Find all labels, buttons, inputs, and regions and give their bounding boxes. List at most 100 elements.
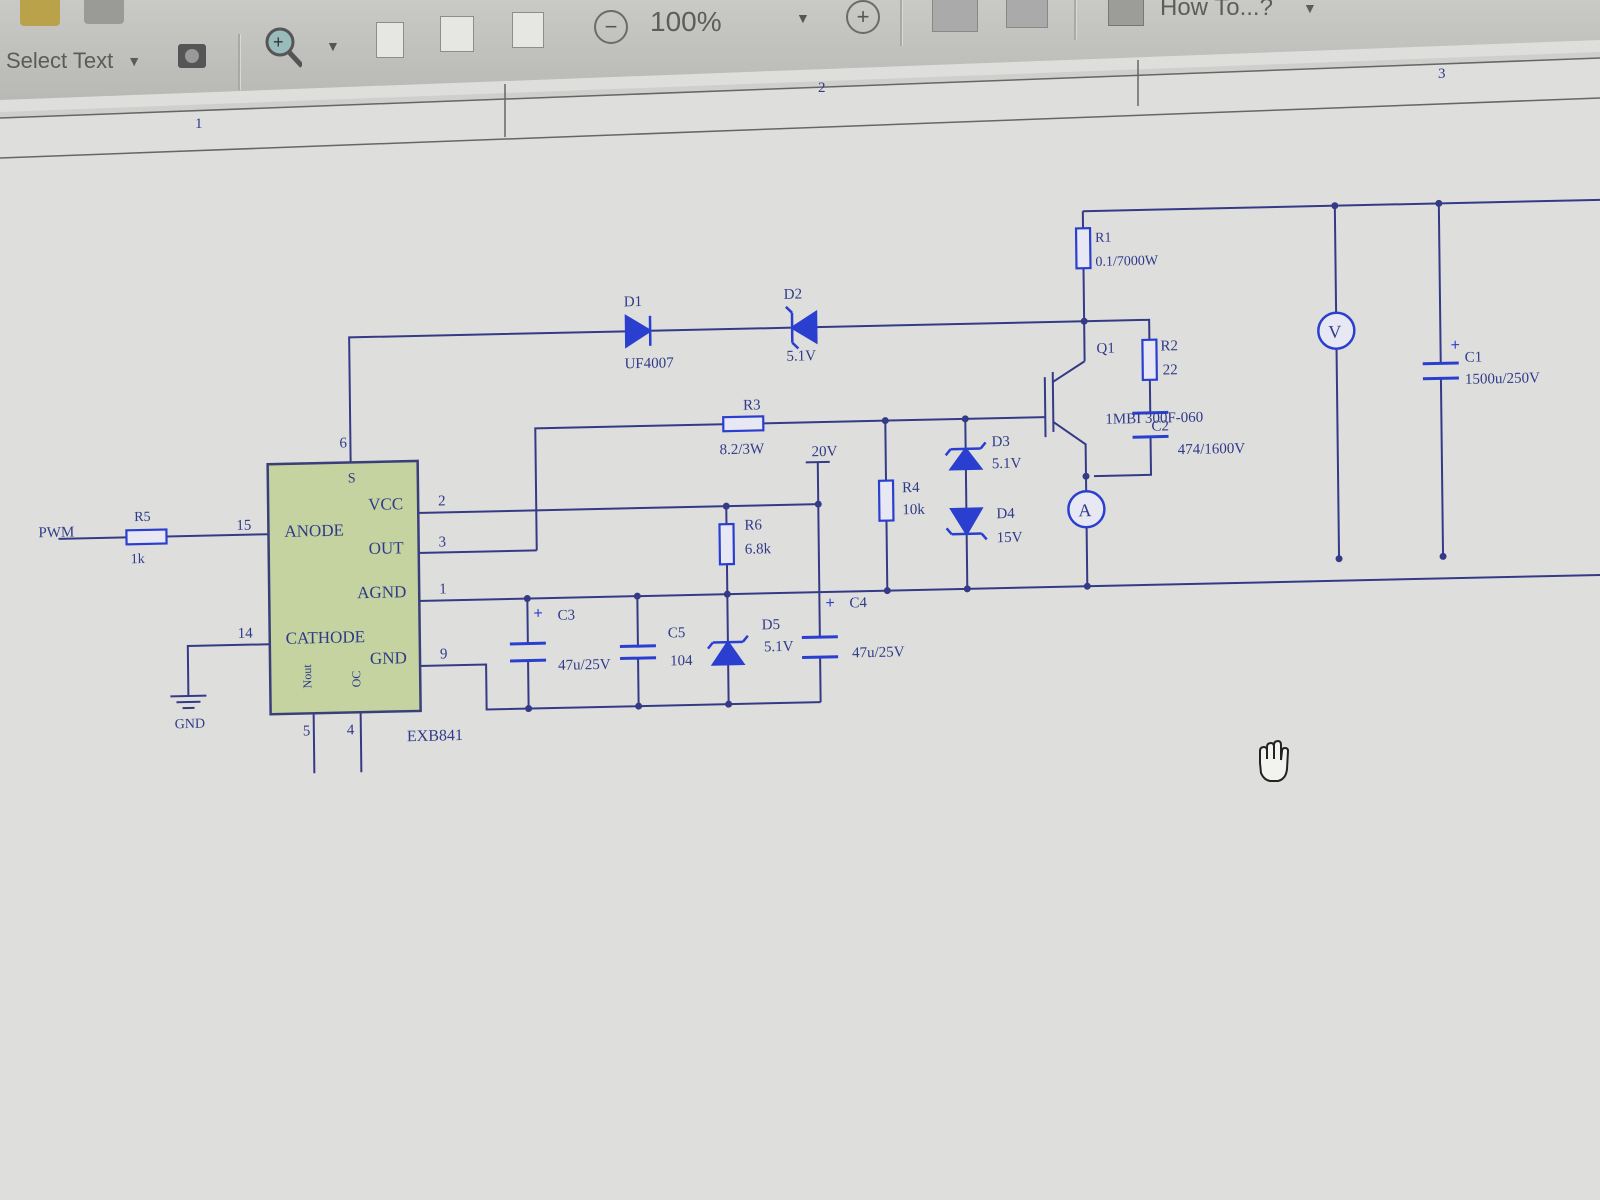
zener-d4 bbox=[945, 507, 988, 541]
pin-number-3: 3 bbox=[439, 534, 447, 550]
hand-cursor-icon bbox=[1259, 739, 1290, 782]
select-text-tool[interactable]: Select Text ▼ bbox=[6, 48, 141, 74]
r5-value: 1k bbox=[131, 552, 145, 567]
svg-text:+: + bbox=[273, 32, 284, 52]
zoom-level-dropdown-icon[interactable]: ▼ bbox=[796, 10, 810, 26]
c2-value: 474/1600V bbox=[1178, 441, 1246, 458]
r3-ref: R3 bbox=[743, 397, 761, 413]
r3-value: 8.2/3W bbox=[719, 441, 765, 458]
chevron-down-icon[interactable]: ▼ bbox=[127, 53, 142, 69]
voltmeter: V bbox=[1317, 311, 1356, 350]
zoom-level-value: 100% bbox=[650, 6, 722, 37]
two-page-icon[interactable] bbox=[440, 16, 474, 52]
zoom-tool-icon[interactable]: + bbox=[262, 26, 302, 68]
q1-value: 1MBI 300F-060 bbox=[1105, 410, 1203, 428]
continuous-page-icon[interactable] bbox=[512, 12, 544, 48]
zoom-level-field[interactable]: 100% bbox=[650, 6, 722, 38]
pin-number-2: 2 bbox=[438, 493, 446, 509]
r6-ref: R6 bbox=[744, 517, 762, 533]
d5-value: 5.1V bbox=[764, 639, 794, 656]
ic-pin-nout: Nout bbox=[300, 664, 314, 689]
resistor-r2 bbox=[1141, 338, 1158, 382]
d2-value: 5.1V bbox=[786, 348, 816, 365]
zoom-tool-dropdown-icon[interactable]: ▼ bbox=[326, 38, 340, 54]
resistors bbox=[125, 226, 1158, 566]
q1-ref: Q1 bbox=[1096, 341, 1115, 357]
r1-ref: R1 bbox=[1095, 231, 1112, 246]
rotate-icon[interactable] bbox=[932, 0, 978, 32]
r2-value: 22 bbox=[1163, 362, 1178, 378]
c5-ref: C5 bbox=[668, 625, 686, 641]
ic-body bbox=[266, 459, 422, 716]
paper-background bbox=[0, 40, 1600, 1200]
toolbar-separator bbox=[238, 34, 241, 90]
diode-d1 bbox=[624, 314, 653, 349]
ammeter: A bbox=[1067, 489, 1106, 529]
r4-ref: R4 bbox=[902, 480, 920, 496]
ic-pin-oc: OC bbox=[349, 671, 363, 688]
ic-pin-vcc: VCC bbox=[368, 494, 403, 514]
pin-number-14: 14 bbox=[238, 626, 254, 642]
plus-c4: + bbox=[825, 595, 835, 612]
r1-value: 0.1/7000W bbox=[1095, 254, 1159, 270]
c4-ref: C4 bbox=[849, 595, 867, 611]
net-label-pwm: PWM bbox=[38, 525, 74, 542]
chevron-down-icon[interactable]: ▼ bbox=[1302, 0, 1317, 16]
capacitor-c2 bbox=[1132, 410, 1169, 439]
resistor-r1 bbox=[1074, 226, 1092, 270]
d2-ref: D2 bbox=[784, 286, 803, 302]
ic-name-label: EXB841 bbox=[407, 727, 463, 745]
capacitor-c4 bbox=[801, 635, 839, 660]
pin-number-9: 9 bbox=[440, 646, 448, 662]
c3-ref: C3 bbox=[557, 608, 575, 624]
polarity-marks: + + + bbox=[533, 337, 1460, 622]
ic-pin-cathode: CATHODE bbox=[286, 627, 366, 648]
zoom-out-symbol: − bbox=[604, 14, 618, 39]
ground-symbol bbox=[170, 694, 207, 710]
ruler-col-2: 2 bbox=[818, 80, 826, 96]
resistor-r3 bbox=[722, 415, 765, 433]
ammeter-symbol: A bbox=[1078, 500, 1091, 520]
junction-dots bbox=[523, 199, 1447, 713]
pin-number-4: 4 bbox=[347, 722, 355, 738]
net-label-20v: 20V bbox=[812, 444, 838, 461]
page-icon[interactable] bbox=[376, 22, 404, 58]
c1-ref: C1 bbox=[1465, 349, 1483, 365]
plus-c3: + bbox=[533, 605, 543, 622]
snapshot-icon[interactable] bbox=[172, 36, 212, 76]
capacitor-c3 bbox=[509, 641, 547, 663]
drawing-frame-ruler: 1 2 3 bbox=[0, 52, 1600, 159]
fit-page-icon[interactable] bbox=[1006, 0, 1048, 28]
zoom-in-symbol: + bbox=[856, 4, 870, 29]
resistor-r4 bbox=[877, 479, 895, 522]
resistor-r6 bbox=[718, 522, 736, 566]
zoom-out-icon[interactable]: − bbox=[594, 10, 628, 44]
capacitor-c5 bbox=[619, 644, 657, 661]
pin-number-5: 5 bbox=[303, 723, 311, 739]
open-folder-icon[interactable] bbox=[20, 0, 60, 26]
ic-pin-anode: ANODE bbox=[284, 521, 344, 541]
wires bbox=[58, 198, 1600, 774]
capacitors bbox=[509, 361, 1459, 663]
d3-value: 5.1V bbox=[992, 456, 1022, 473]
d4-value: 15V bbox=[997, 530, 1023, 547]
component-labels: R5 1k D1 UF4007 D2 5.1V R3 8.2/3W R1 0.1… bbox=[131, 231, 1541, 674]
pin-number-1: 1 bbox=[439, 581, 447, 597]
ic-pin-out: OUT bbox=[369, 538, 405, 558]
save-icon[interactable] bbox=[84, 0, 124, 24]
zoom-in-icon[interactable]: + bbox=[846, 0, 880, 34]
voltmeter-symbol: V bbox=[1328, 322, 1341, 342]
net-label-gnd: GND bbox=[175, 717, 206, 733]
help-book-icon[interactable] bbox=[1108, 0, 1144, 26]
c3-value: 47u/25V bbox=[558, 657, 611, 674]
d1-ref: D1 bbox=[624, 294, 643, 310]
resistor-r5 bbox=[125, 528, 168, 546]
how-to-menu[interactable]: How To...? ▼ bbox=[1160, 0, 1317, 22]
zener-d2 bbox=[785, 305, 818, 350]
circuit-schematic: ANODE VCC OUT AGND CATHODE GND S Nout OC… bbox=[38, 198, 1600, 774]
toolbar-separator bbox=[1074, 0, 1077, 40]
plus-c1: + bbox=[1450, 337, 1460, 354]
r2-ref: R2 bbox=[1160, 338, 1178, 354]
